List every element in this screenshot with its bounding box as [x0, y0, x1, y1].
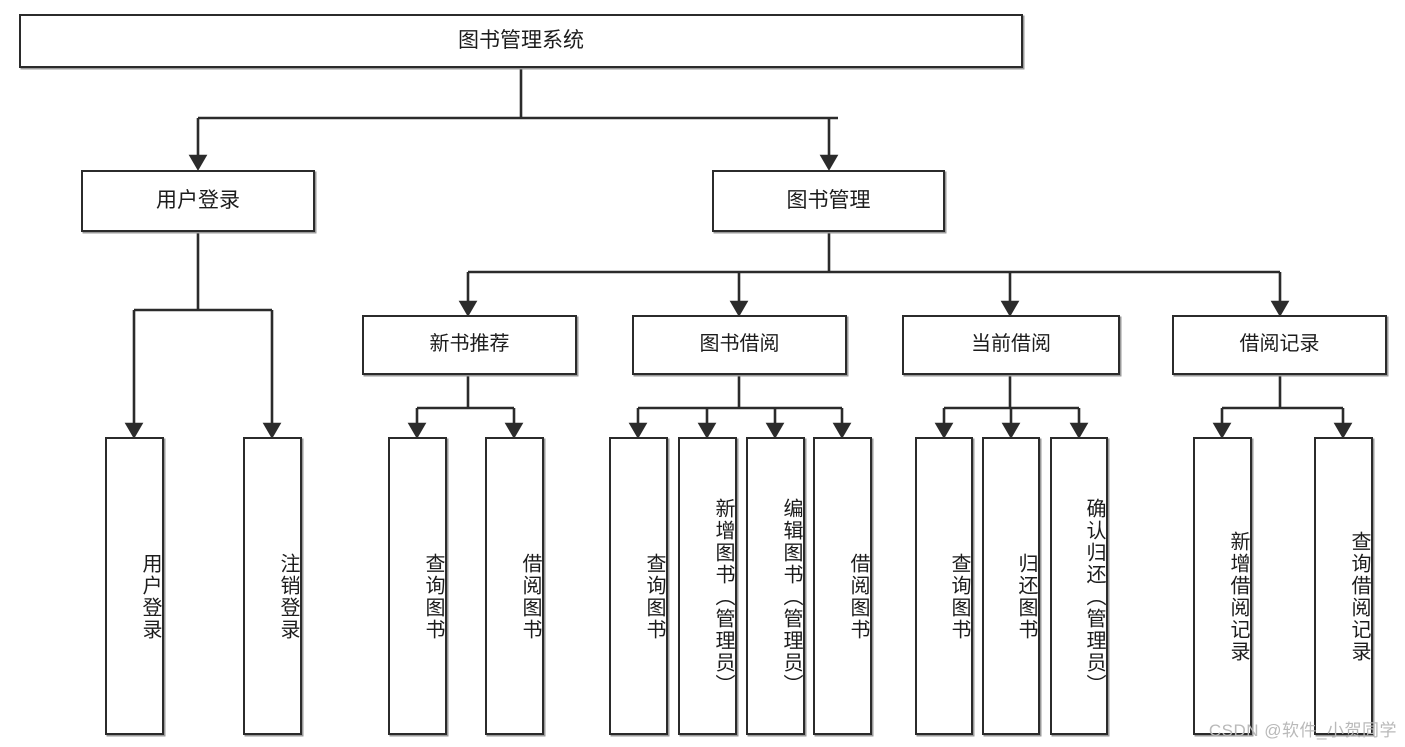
- node-root[interactable]: 图书管理系统: [19, 14, 1023, 68]
- node-leaf-add-book[interactable]: 新增图书（管理员）: [678, 437, 737, 735]
- node-leaf-return-book[interactable]: 归还图书: [982, 437, 1040, 735]
- node-leaf-borrow-book-1-label: 借阅图书: [519, 553, 541, 641]
- node-leaf-user-login-label: 用户登录: [139, 553, 161, 641]
- node-leaf-query-book-3-label: 查询图书: [948, 553, 970, 641]
- node-current-borrow-label: 当前借阅: [971, 333, 1051, 356]
- node-borrow-record[interactable]: 借阅记录: [1172, 315, 1387, 375]
- node-leaf-query-book-1[interactable]: 查询图书: [388, 437, 447, 735]
- node-leaf-confirm-return[interactable]: 确认归还（管理员）: [1050, 437, 1108, 735]
- node-leaf-add-record[interactable]: 新增借阅记录: [1193, 437, 1252, 735]
- node-leaf-edit-book[interactable]: 编辑图书（管理员）: [746, 437, 805, 735]
- node-leaf-logout-login-label: 注销登录: [277, 553, 299, 641]
- node-leaf-add-record-label: 新增借阅记录: [1227, 531, 1249, 663]
- node-user-login[interactable]: 用户登录: [81, 170, 315, 232]
- node-new-book-rec[interactable]: 新书推荐: [362, 315, 577, 375]
- node-book-borrow-label: 图书借阅: [699, 333, 780, 356]
- node-user-login-label: 用户登录: [156, 188, 240, 212]
- node-leaf-query-record[interactable]: 查询借阅记录: [1314, 437, 1373, 735]
- node-borrow-record-label: 借阅记录: [1239, 333, 1320, 356]
- node-root-label: 图书管理系统: [458, 28, 584, 52]
- node-book-manage[interactable]: 图书管理: [712, 170, 945, 232]
- node-leaf-edit-book-label: 编辑图书（管理员）: [780, 498, 802, 696]
- node-leaf-borrow-book-1[interactable]: 借阅图书: [485, 437, 544, 735]
- node-leaf-borrow-book-2-label: 借阅图书: [847, 553, 869, 641]
- node-leaf-logout-login[interactable]: 注销登录: [243, 437, 302, 735]
- node-leaf-query-book-3[interactable]: 查询图书: [915, 437, 973, 735]
- node-leaf-query-record-label: 查询借阅记录: [1348, 531, 1370, 663]
- node-book-borrow[interactable]: 图书借阅: [632, 315, 847, 375]
- csdn-watermark: CSDN @软件_小贺同学: [1208, 721, 1397, 740]
- node-leaf-borrow-book-2[interactable]: 借阅图书: [813, 437, 872, 735]
- node-leaf-query-book-1-label: 查询图书: [422, 553, 444, 641]
- node-leaf-confirm-return-label: 确认归还（管理员）: [1083, 498, 1105, 696]
- node-current-borrow[interactable]: 当前借阅: [902, 315, 1120, 375]
- node-leaf-add-book-label: 新增图书（管理员）: [712, 498, 734, 696]
- node-leaf-user-login[interactable]: 用户登录: [105, 437, 164, 735]
- node-new-book-rec-label: 新书推荐: [429, 333, 510, 356]
- node-leaf-return-book-label: 归还图书: [1015, 553, 1037, 641]
- node-leaf-query-book-2-label: 查询图书: [643, 553, 665, 641]
- node-leaf-query-book-2[interactable]: 查询图书: [609, 437, 668, 735]
- node-book-manage-label: 图书管理: [786, 188, 871, 212]
